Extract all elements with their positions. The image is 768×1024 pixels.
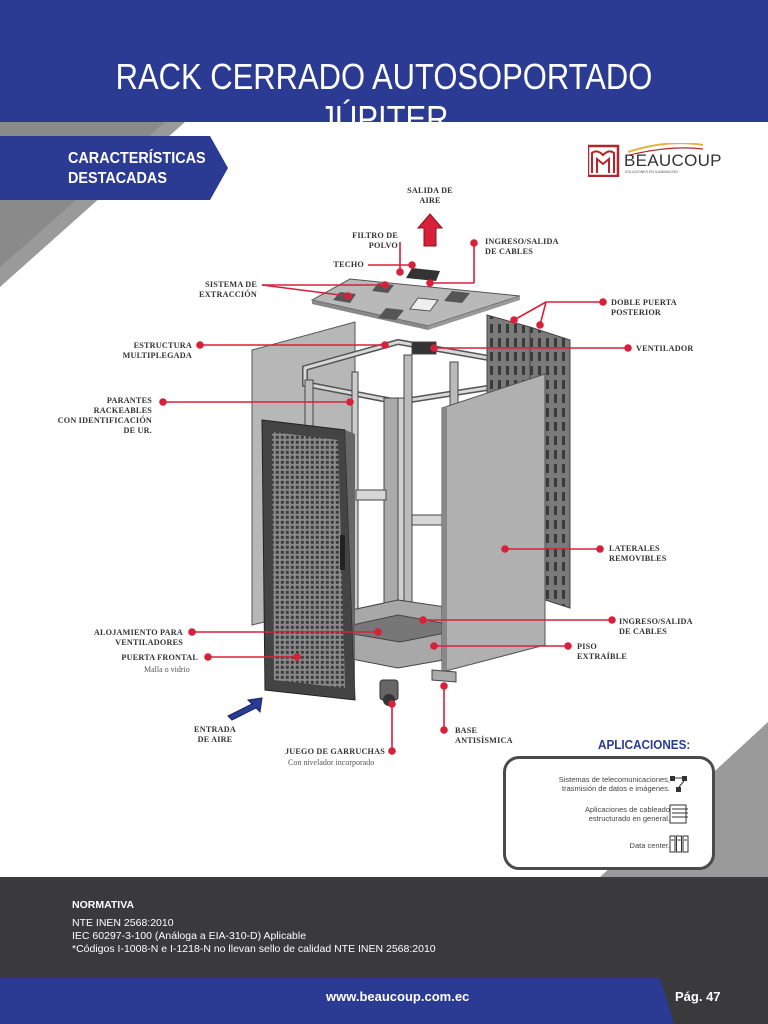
label-entrada-aire: ENTRADA DE AIRE bbox=[194, 725, 236, 744]
air-arrow-out bbox=[416, 213, 444, 247]
label-sistema-extraccion: SISTEMA DE EXTRACCIÓN bbox=[199, 280, 257, 299]
label-salida-aire: SALIDA DE AIRE bbox=[407, 186, 453, 205]
label-techo: TECHO bbox=[333, 260, 364, 269]
section-title: CARACTERÍSTICAS DESTACADAS bbox=[68, 149, 206, 189]
normativa-line: *Códigos I-1008-N e I-1218-N no llevan s… bbox=[72, 943, 436, 955]
section-title-line1: CARACTERÍSTICAS bbox=[68, 150, 206, 167]
base-casters bbox=[379, 669, 457, 706]
brand-logo: BEAUCOUP SOLUCIONES EN ILUMINACIÓN bbox=[588, 143, 722, 177]
callout-lines bbox=[159, 239, 632, 755]
app-item: Aplicaciones de cableado estructurado en… bbox=[584, 805, 670, 823]
front-door bbox=[261, 419, 356, 702]
label-ventilador: VENTILADOR bbox=[636, 344, 694, 353]
header-banner bbox=[0, 0, 768, 122]
normativa-title: NORMATIVA bbox=[72, 899, 135, 911]
label-puerta-frontal-sub: Malla o vidrio bbox=[144, 665, 190, 674]
right-side-panel bbox=[441, 373, 546, 673]
page-number: Pág. 47 bbox=[675, 989, 721, 1004]
page-title: RACK CERRADO AUTOSOPORTADO JÚPITER bbox=[115, 56, 653, 139]
aplicaciones-title: APLICACIONES: bbox=[598, 737, 691, 752]
label-laterales: LATERALES REMOVIBLES bbox=[609, 544, 667, 563]
label-parantes: PARANTES RACKEABLES CON IDENTIFICACIÓN D… bbox=[57, 396, 152, 435]
logo-wordmark: BEAUCOUP bbox=[624, 151, 722, 170]
label-garruchas: JUEGO DE GARRUCHAS bbox=[284, 747, 385, 756]
label-estructura: ESTRUCTURA MULTIPLEGADA bbox=[122, 341, 192, 360]
label-ingreso-cables-bottom: INGRESO/SALIDA DE CABLES bbox=[619, 617, 693, 636]
label-base: BASE ANTISÍSMICA bbox=[455, 726, 513, 745]
label-ingreso-cables-top: INGRESO/SALIDA DE CABLES bbox=[485, 237, 559, 256]
label-filtro-polvo: FILTRO DE POLVO bbox=[352, 231, 398, 250]
air-arrow-in bbox=[227, 697, 263, 721]
label-garruchas-sub: Con nivelador incorporado bbox=[288, 758, 375, 767]
app-item: Sistemas de telecomunicaciones, trasmisi… bbox=[558, 775, 670, 793]
website-link[interactable]: www.beaucoup.com.ec bbox=[326, 989, 470, 1004]
normativa-section bbox=[0, 877, 768, 978]
normativa-line: NTE INEN 2568:2010 bbox=[72, 917, 174, 929]
server-icon bbox=[669, 835, 689, 853]
patch-panel-icon bbox=[669, 804, 688, 824]
section-title-line2: DESTACADAS bbox=[68, 170, 167, 187]
normativa-line: IEC 60297-3-100 (Análoga a EIA-310-D) Ap… bbox=[72, 930, 307, 942]
roof-panel bbox=[310, 268, 521, 330]
app-item: Data center. bbox=[629, 841, 670, 850]
label-piso: PISO EXTRAÍBLE bbox=[577, 642, 628, 661]
label-doble-puerta: DOBLE PUERTA POSTERIOR bbox=[611, 298, 677, 317]
logo-mark-icon bbox=[588, 143, 704, 177]
label-puerta-frontal: PUERTA FRONTAL bbox=[121, 653, 198, 662]
page-tab bbox=[660, 978, 768, 1024]
aplicaciones-box: Sistemas de telecomunicaciones, trasmisi… bbox=[503, 756, 715, 870]
bottom-bar bbox=[0, 978, 768, 1024]
logo-tagline: SOLUCIONES EN ILUMINACIÓN bbox=[625, 170, 678, 174]
section-banner bbox=[0, 136, 228, 200]
network-icon bbox=[670, 776, 687, 792]
label-alojamiento: ALOJAMIENTO PARA VENTILADORES bbox=[93, 628, 183, 647]
